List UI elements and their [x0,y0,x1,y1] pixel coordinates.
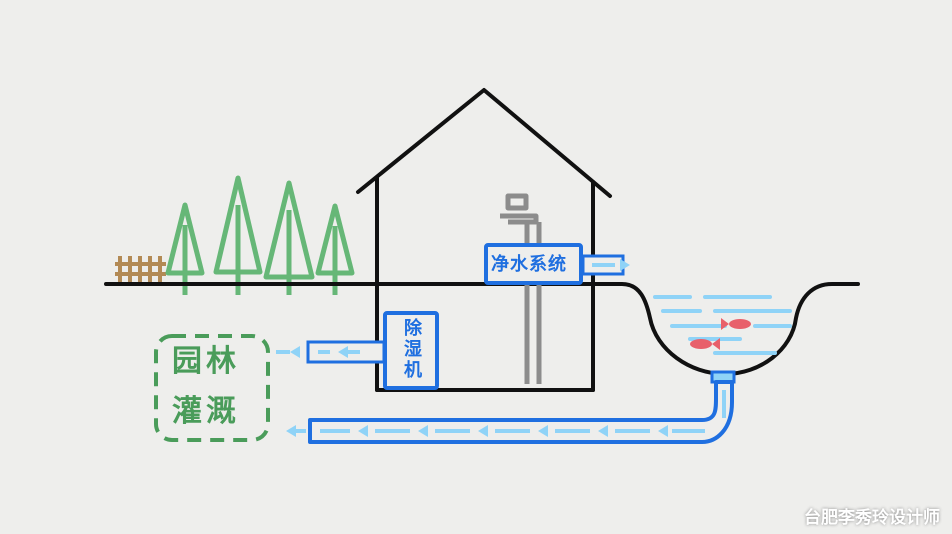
fence-icon [115,256,166,284]
purification-box [484,243,583,285]
watermark: 台肥李秀玲设计师 [804,508,940,528]
pond-water [653,295,792,355]
irrigation-pipe [286,370,736,444]
dehumidifier-char-3: 机 [404,360,422,381]
dehumidifier-char-1: 除 [404,318,422,339]
garden-irrigation-line1: 园林 [172,344,240,379]
garden-irrigation-line2: 灌溉 [172,394,240,429]
water-purification-label: 净水系统 [491,254,567,275]
dehumidifier-char-2: 湿 [404,339,422,360]
fish-icon [690,318,751,350]
faucet-icon [500,193,542,384]
dehumidifier-label: 除 湿 机 [393,320,433,380]
dehumidifier-outflow [276,340,386,364]
tree-icon [165,175,355,295]
garden-irrigation-box [154,334,270,442]
purified-water-arrow [581,254,630,276]
